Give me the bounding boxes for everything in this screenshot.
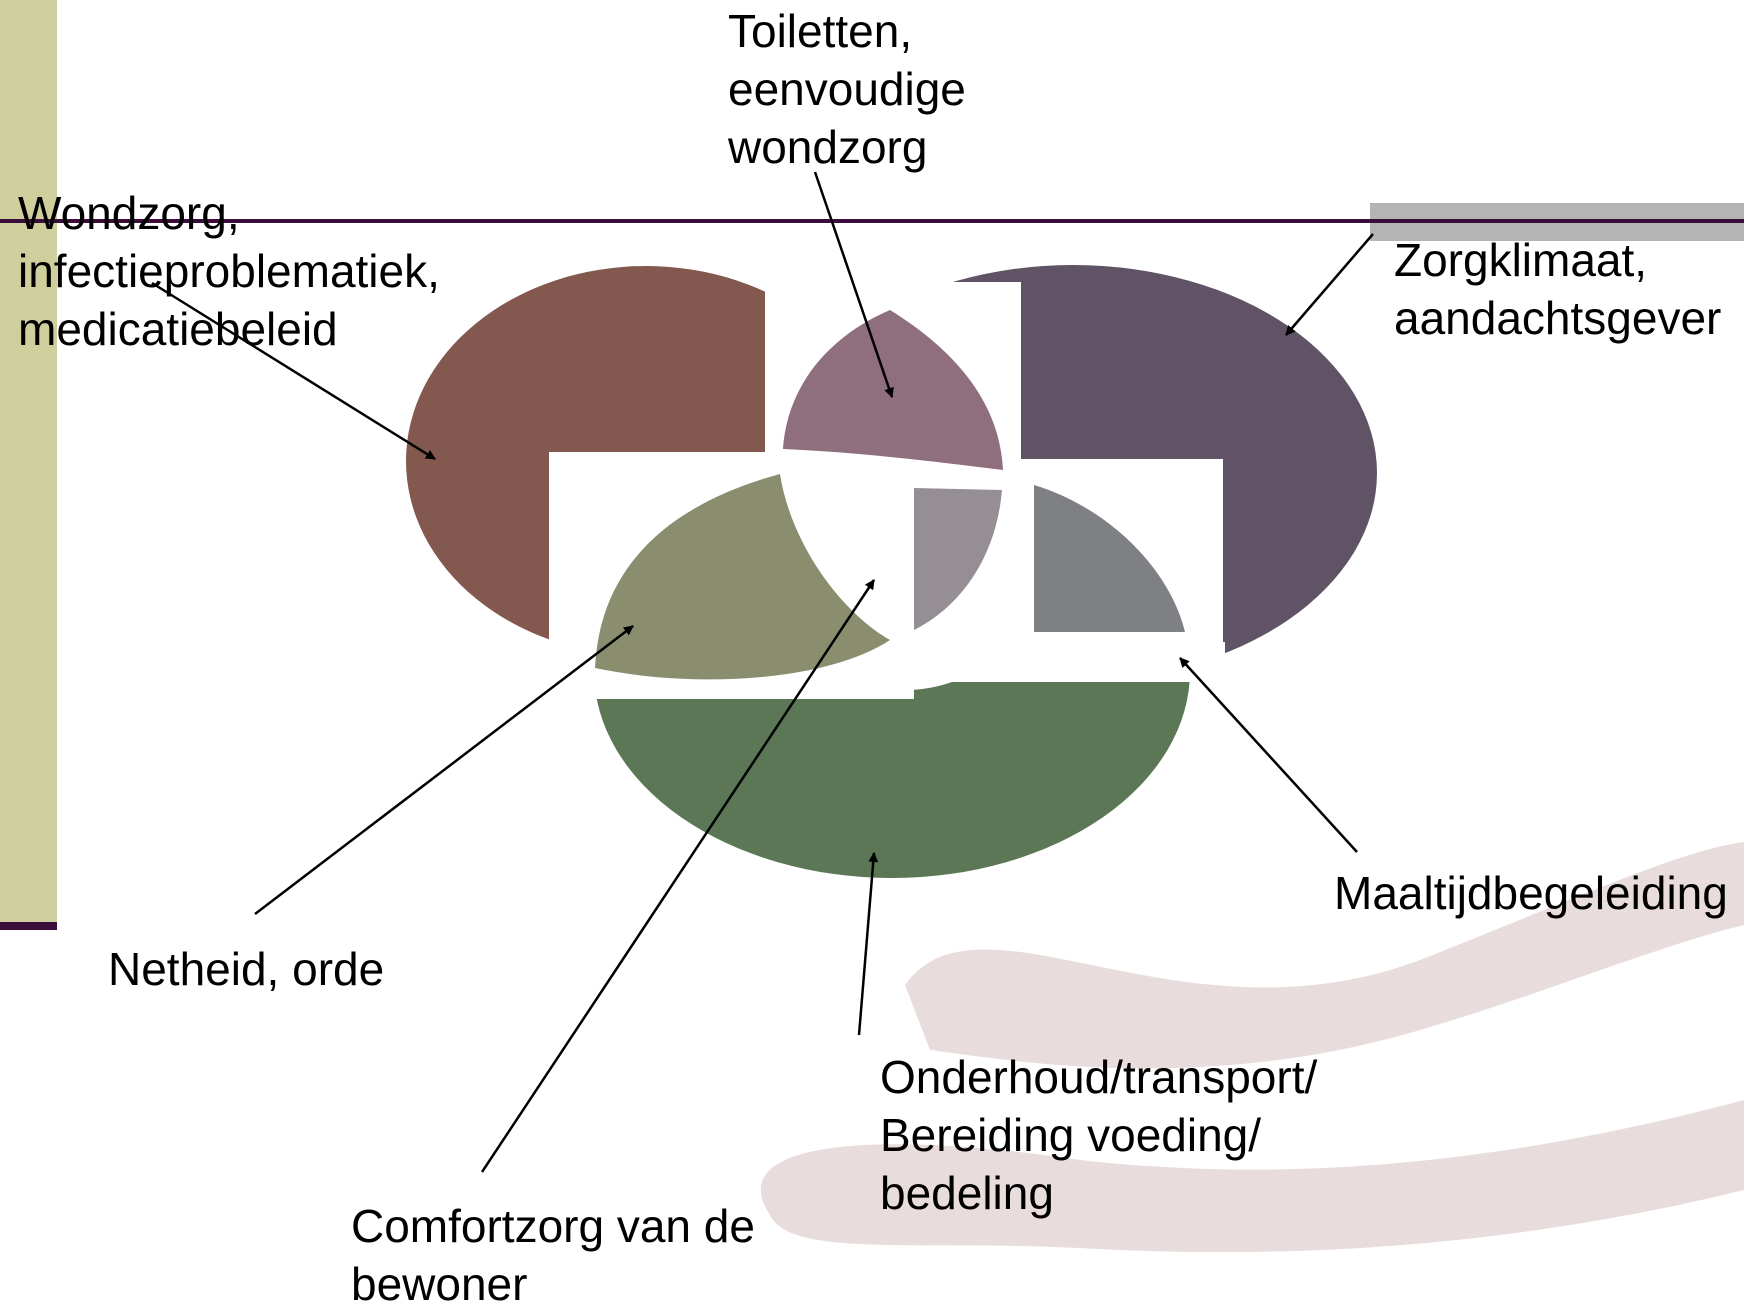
arrow-toiletten bbox=[813, 171, 894, 398]
left-sidebar-bar bbox=[0, 0, 57, 928]
label-onderhoud: Onderhoud/transport/ Bereiding voeding/ … bbox=[880, 1051, 1318, 1219]
background-swoosh-upper bbox=[905, 842, 1744, 1069]
arrow-netheid bbox=[254, 625, 634, 915]
arrow-maaltijd bbox=[1179, 657, 1358, 853]
label-netheid: Netheid, orde bbox=[108, 943, 385, 995]
overlap-right bbox=[1034, 485, 1185, 632]
arrow-comfort bbox=[480, 579, 876, 1173]
background-swoosh-lower bbox=[760, 1100, 1744, 1253]
arrow-wondzorg bbox=[151, 281, 436, 461]
label-toiletten: Toiletten, eenvoudige wondzorg bbox=[728, 5, 966, 173]
label-maaltijdbegeleiding: Maaltijdbegeleiding bbox=[1334, 867, 1728, 919]
label-wondzorg: Wondzorg, infectieproblematiek, medicati… bbox=[18, 187, 440, 355]
label-comfortzorg: Comfortzorg van de bewoner bbox=[351, 1200, 755, 1304]
overlap-center bbox=[914, 488, 1002, 630]
sidebar-bottom-accent bbox=[0, 922, 57, 930]
arrow-zorgklimaat bbox=[1285, 233, 1374, 336]
arrow-onderhoud bbox=[857, 852, 879, 1036]
label-zorgklimaat: Zorgklimaat, aandachtsgever bbox=[1394, 234, 1722, 344]
overlap-left bbox=[595, 474, 890, 680]
